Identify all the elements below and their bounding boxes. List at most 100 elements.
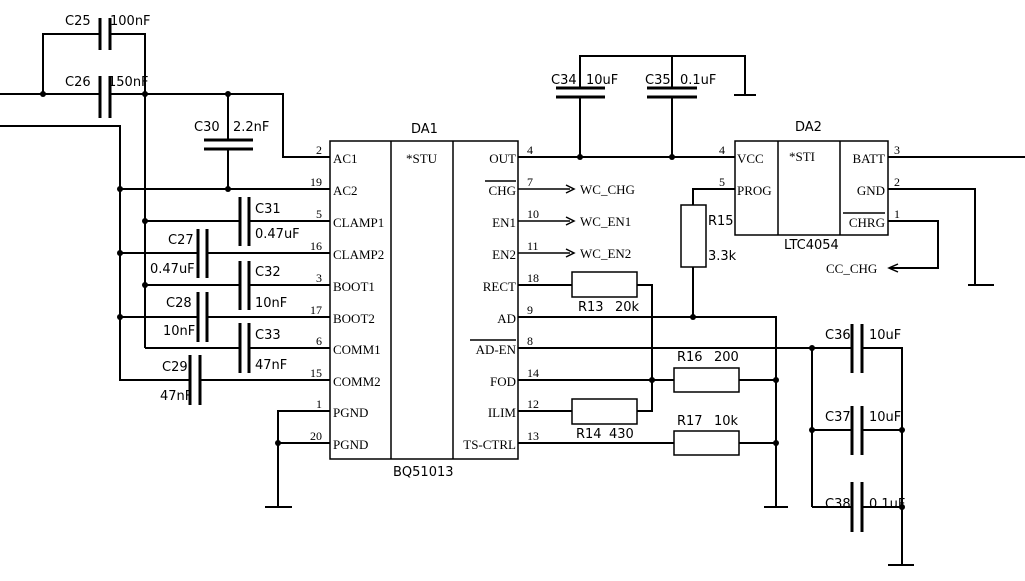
da1-left-pins: 2 AC1 19 AC2 5 CLAMP1 16 CLAMP2 3 BOOT1 … — [310, 143, 384, 452]
junction-dot — [117, 314, 123, 320]
resistors: R13 20k R14 430 R15 3.3k R16 200 R17 10k — [571, 204, 740, 456]
da1-part: BQ51013 — [393, 465, 454, 480]
capacitor-c37: C37 10uF — [825, 406, 901, 455]
pin-number: 15 — [310, 366, 322, 380]
c35-value: 0.1uF — [680, 73, 716, 88]
pin-label: VCC — [737, 151, 764, 166]
capacitor-c38: C38 0.1uF — [825, 482, 905, 532]
pin-number: 7 — [527, 175, 533, 189]
junction-dot — [142, 218, 148, 224]
pin-number: 20 — [310, 429, 322, 443]
junction-dot — [117, 186, 123, 192]
c37-ref: C37 — [825, 410, 851, 425]
junction-dot — [773, 440, 779, 446]
resistor-r13: R13 20k — [571, 271, 640, 315]
pin-label: FOD — [490, 374, 516, 389]
pin-number: 1 — [894, 207, 900, 221]
net-label-cc-chg: CC_CHG — [826, 261, 877, 276]
resistor-r15: R15 3.3k — [680, 204, 737, 268]
junction-dot — [809, 345, 815, 351]
pin-number: 5 — [719, 175, 725, 189]
ic-da1: DA1 *STU BQ51013 2 AC1 19 AC2 5 CLAMP1 1… — [310, 122, 539, 480]
capacitor-c33: C33 47nF — [238, 323, 287, 373]
resistor-r17: R17 10k — [673, 414, 740, 456]
pin-number: 13 — [527, 429, 539, 443]
c26-ref: C26 — [65, 75, 91, 90]
capacitor-c36: C36 10uF — [825, 324, 901, 373]
c25-ref: C25 — [65, 14, 91, 29]
pin-number: 16 — [310, 239, 322, 253]
r13-value: 20k — [615, 300, 640, 315]
capacitor-c27: C27 0.47uF — [150, 229, 209, 278]
c30-ref: C30 — [194, 120, 220, 135]
da2-type: *STI — [789, 149, 815, 164]
pin-number: 2 — [316, 143, 322, 157]
r14-ref: R14 — [576, 427, 602, 442]
junction-dot — [275, 440, 281, 446]
junction-dot — [142, 91, 148, 97]
pin-label: BOOT1 — [333, 279, 375, 294]
c27-ref: C27 — [168, 233, 194, 248]
pin-number: 17 — [310, 303, 322, 317]
pin-label: AC2 — [333, 183, 358, 198]
net-label-wc-en1: WC_EN1 — [580, 214, 631, 229]
pin-number: 6 — [316, 334, 322, 348]
pin-number: 4 — [527, 143, 533, 157]
arrows — [565, 184, 899, 273]
pin-number: 11 — [527, 239, 539, 253]
junction-dot — [577, 154, 583, 160]
pin-number: 9 — [527, 303, 533, 317]
pin-label: COMM2 — [333, 374, 381, 389]
net-label-wc-chg: WC_CHG — [580, 182, 635, 197]
c31-ref: C31 — [255, 202, 281, 217]
capacitor-c34: C34 10uF — [551, 73, 618, 99]
junction-dot — [899, 427, 905, 433]
capacitor-c30: C30 2.2nF — [194, 120, 269, 151]
pin-number: 3 — [894, 143, 900, 157]
c38-value: 0.1uF — [869, 497, 905, 512]
capacitor-c26: C26 150nF — [65, 75, 149, 118]
junction-dot — [117, 250, 123, 256]
c33-value: 47nF — [255, 358, 287, 373]
pin-number: 12 — [527, 397, 539, 411]
r16-value: 200 — [714, 350, 739, 365]
c30-value: 2.2nF — [233, 120, 269, 135]
junction-dot — [40, 91, 46, 97]
da1-ref: DA1 — [411, 122, 438, 137]
junction-dot — [690, 314, 696, 320]
capacitor-c31: C31 0.47uF — [238, 197, 300, 246]
arrow-right-icon — [565, 184, 576, 194]
net-label-wc-en2: WC_EN2 — [580, 246, 631, 261]
pin-number: 18 — [527, 271, 539, 285]
junction-dot — [225, 91, 231, 97]
junction-dot — [669, 154, 675, 160]
pin-label: EN1 — [492, 215, 516, 230]
junction-dot — [225, 186, 231, 192]
r15-value: 3.3k — [708, 249, 737, 264]
pin-label: AD — [497, 311, 516, 326]
c34-value: 10uF — [586, 73, 618, 88]
pin-number: 2 — [894, 175, 900, 189]
wires — [0, 33, 1025, 565]
r17-ref: R17 — [677, 414, 703, 429]
c27-value: 0.47uF — [150, 262, 195, 277]
r17-value: 10k — [714, 414, 739, 429]
da2-ref: DA2 — [795, 120, 822, 135]
arrow-left-icon — [887, 263, 899, 273]
capacitor-c32: C32 10nF — [238, 261, 287, 311]
c38-ref: C38 — [825, 497, 851, 512]
c26-value: 150nF — [108, 75, 149, 90]
pin-label: CHG — [489, 183, 516, 198]
c36-ref: C36 — [825, 328, 851, 343]
pin-label: BOOT2 — [333, 311, 375, 326]
pin-number: 8 — [527, 334, 533, 348]
pin-label: RECT — [483, 279, 516, 294]
pin-label: PGND — [333, 437, 368, 452]
junction-dot — [809, 427, 815, 433]
junctions — [40, 91, 905, 510]
c29-value: 47nF — [160, 389, 192, 404]
da1-type: *STU — [406, 151, 438, 166]
resistor-r14: R14 430 — [571, 398, 638, 442]
ground-symbols — [265, 94, 994, 566]
